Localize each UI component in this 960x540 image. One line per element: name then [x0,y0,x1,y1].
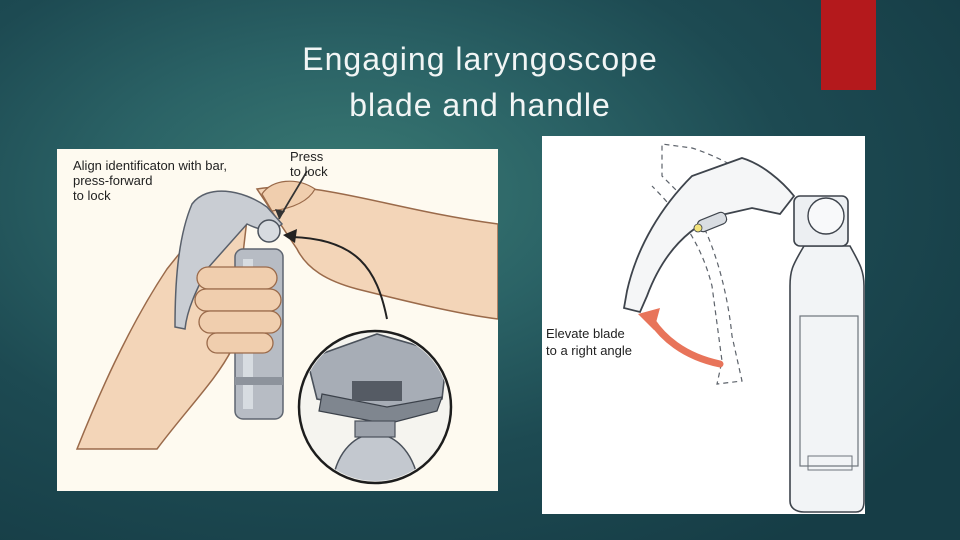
fingers [194,266,282,354]
title-line-1: Engaging laryngoscope [302,41,658,77]
align-caption-line-3: to lock [73,188,111,203]
align-caption-line-1: Align identificaton with bar, [73,158,227,173]
elevate-caption: Elevate blade to a right angle [546,325,656,359]
hands-illustration-drawing [75,170,498,485]
blade-elevation-illustration: Elevate blade to a right angle [542,136,865,514]
handle-body [789,245,865,513]
zoom-arrow [291,236,388,320]
title-line-2: blade and handle [349,87,611,123]
elevate-caption-line-2: to a right angle [546,343,633,358]
slide-title: Engaging laryngoscope blade and handle [240,36,720,128]
elevate-caption-line-1: Elevate blade [546,326,625,341]
align-caption-line-2: press-forward [73,173,153,188]
right-hand-thumb [261,180,316,212]
right-arm [255,186,498,320]
blade-hook [257,219,281,243]
elevate-arrow [648,317,724,368]
blade-elevation-drawing [622,143,865,513]
press-caption-line-2: to lock [290,164,328,179]
hands-locking-illustration: Align identificaton with bar, press-forw… [57,149,498,491]
blade-elevated [622,157,796,314]
press-caption: Press to lock [290,149,350,179]
accent-tab [821,0,876,90]
press-caption-line-1: Press [290,149,324,164]
align-caption: Align identificaton with bar, press-forw… [73,158,273,203]
